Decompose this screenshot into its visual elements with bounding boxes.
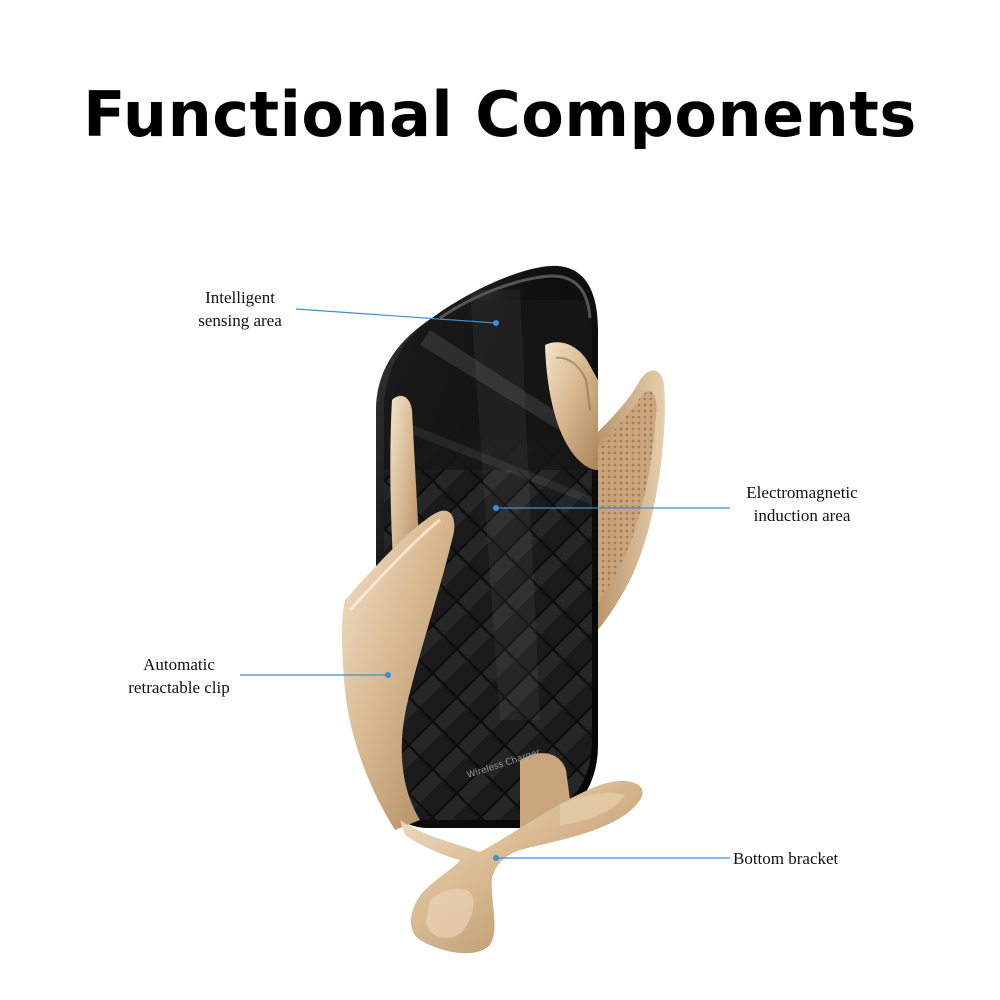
induction-label-line1: Electromagnetic bbox=[746, 483, 858, 502]
sensing-label-line2: sensing area bbox=[198, 311, 282, 330]
page-title: Functional Components bbox=[83, 78, 917, 151]
bottom-bracket-label: Bottom bracket bbox=[733, 847, 893, 870]
induction-area-label: Electromagnetic induction area bbox=[722, 481, 882, 527]
right-clip-mesh bbox=[596, 391, 657, 605]
sensing-area-label: Intelligent sensing area bbox=[170, 286, 310, 332]
clip-label-line1: Automatic bbox=[143, 655, 215, 674]
induction-label-line2: induction area bbox=[753, 506, 851, 525]
clip-label-line2: retractable clip bbox=[128, 678, 230, 697]
sensing-leader-dot bbox=[493, 320, 499, 326]
sensing-label-line1: Intelligent bbox=[205, 288, 275, 307]
top-gold-cap bbox=[545, 342, 598, 470]
induction-leader-dot bbox=[493, 505, 499, 511]
clip-leader-dot bbox=[385, 672, 391, 678]
sensing-leader-line bbox=[295, 308, 497, 324]
retractable-clip-label: Automatic retractable clip bbox=[104, 653, 254, 699]
bracket-leader-dot bbox=[493, 855, 499, 861]
bracket-label-line1: Bottom bracket bbox=[733, 849, 839, 868]
